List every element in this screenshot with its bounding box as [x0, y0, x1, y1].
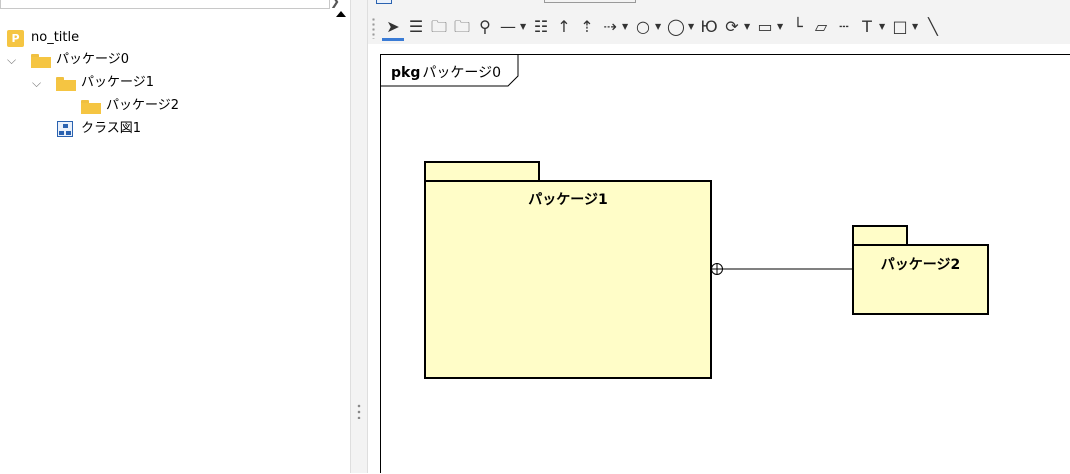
tree-item-package2[interactable]: パッケージ2 — [0, 95, 340, 117]
generalization-tool-icon[interactable]: ↑ — [557, 17, 571, 36]
text-tool-icon[interactable]: T — [862, 17, 872, 36]
association-class-tool-icon[interactable]: ☷ — [533, 17, 549, 36]
note-tool-icon[interactable]: ▱ — [814, 17, 828, 36]
toolbar-grip-icon[interactable] — [372, 17, 375, 39]
tree-item-label: no_title — [31, 30, 80, 45]
frame-keyword: pkg — [391, 65, 421, 81]
object-tool-icon[interactable]: ○ — [636, 17, 650, 36]
diagram-toolbar: ➤☰🗀🗀⚲—▼☷↑⇡⇢▼○▼◯▼Ю⟳▼▭▼└▱┄T▼□▼╲ — [368, 0, 1070, 44]
tree-panel-header: ❯ — [0, 0, 350, 26]
subsystem-tool-icon[interactable]: 🗀 — [453, 17, 470, 36]
package-name[interactable]: パッケージ1 — [528, 192, 608, 208]
package-tool-icon[interactable]: 🗀 — [430, 17, 447, 36]
association-tool-icon[interactable]: — — [500, 17, 516, 36]
project-icon: P — [7, 30, 24, 47]
containment-tool-icon[interactable]: └ — [793, 17, 803, 36]
dropdown-arrow-icon[interactable]: ▼ — [879, 22, 886, 31]
class-tool-icon[interactable]: ☰ — [408, 17, 424, 36]
tree-item-package0[interactable]: ⌵ パッケージ0 — [0, 49, 340, 71]
package-body — [852, 244, 989, 315]
package-node-2[interactable]: パッケージ2 — [852, 225, 989, 315]
boundary-tool-icon[interactable]: Ю — [700, 17, 718, 36]
splitter-grip-icon[interactable] — [357, 403, 361, 419]
tree-item-class-diagram[interactable]: クラス図1 — [0, 118, 340, 140]
tree-item-label: パッケージ2 — [106, 98, 180, 113]
scroll-up-icon[interactable] — [336, 11, 346, 17]
containment-connector[interactable] — [381, 55, 1070, 474]
chevron-down-icon[interactable]: ⌵ — [32, 76, 42, 90]
folder-icon — [31, 54, 51, 68]
tree-item-label: パッケージ0 — [56, 52, 130, 67]
folder-icon — [81, 100, 101, 114]
tree-item-package1[interactable]: ⌵ パッケージ1 — [0, 72, 340, 94]
filter-icon[interactable]: ❯ — [330, 0, 341, 8]
control-tool-icon[interactable]: ⟳ — [725, 17, 739, 36]
frame-name: パッケージ0 — [422, 65, 501, 81]
diagram-tab-icon[interactable] — [376, 0, 392, 4]
required-interface-tool-icon[interactable]: ◯ — [667, 17, 685, 36]
dropdown-arrow-icon[interactable]: ▼ — [777, 22, 784, 31]
select-tool-icon[interactable]: ➤ — [382, 15, 404, 41]
folder-icon — [56, 77, 76, 91]
rectangle-tool-icon[interactable]: □ — [892, 17, 908, 36]
dropdown-arrow-icon[interactable]: ▼ — [622, 22, 629, 31]
dropdown-arrow-icon[interactable]: ▼ — [520, 22, 527, 31]
structure-tree-panel: ❯ P no_title ⌵ パッケージ0 ⌵ パッケージ1 パッケージ2 クラ… — [0, 0, 350, 473]
tree-item-project[interactable]: P no_title — [0, 27, 340, 49]
diagram-tab[interactable] — [544, 0, 636, 3]
tree-item-label: クラス図1 — [81, 121, 142, 136]
interface-lollipop-tool-icon[interactable]: ⚲ — [479, 17, 491, 36]
tree-item-label: パッケージ1 — [81, 75, 155, 90]
line-tool-icon[interactable]: ╲ — [928, 17, 938, 36]
dependency-tool-icon[interactable]: ⇢ — [603, 17, 617, 36]
chevron-down-icon[interactable]: ⌵ — [7, 53, 17, 67]
package-node-1[interactable]: パッケージ1 — [424, 161, 712, 379]
dropdown-arrow-icon[interactable]: ▼ — [744, 22, 751, 31]
package-name[interactable]: パッケージ2 — [880, 257, 961, 273]
dropdown-arrow-icon[interactable]: ▼ — [912, 22, 919, 31]
package-body — [424, 180, 712, 379]
entity-tool-icon[interactable]: ▭ — [757, 17, 773, 36]
class-diagram-icon — [57, 121, 73, 137]
dropdown-arrow-icon[interactable]: ▼ — [655, 22, 662, 31]
realization-tool-icon[interactable]: ⇡ — [580, 17, 594, 36]
note-anchor-tool-icon[interactable]: ┄ — [839, 17, 849, 36]
panel-splitter[interactable] — [350, 0, 368, 473]
dropdown-arrow-icon[interactable]: ▼ — [688, 22, 695, 31]
tree-filter-input[interactable] — [0, 0, 330, 9]
